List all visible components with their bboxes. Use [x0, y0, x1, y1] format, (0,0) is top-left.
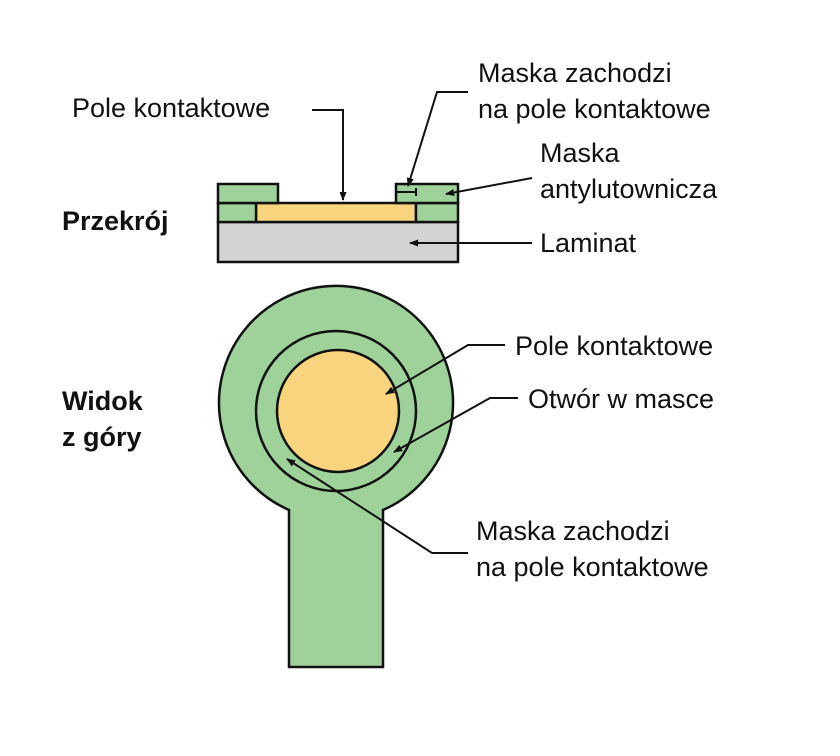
- label-solder-mask-line1: Maska: [540, 138, 621, 168]
- contact-pad-section: [254, 201, 418, 224]
- leader-overlap-top: [286, 458, 468, 554]
- leader-pad-section: [312, 109, 347, 201]
- label-overlap-section-line2: na pole kontaktowe: [478, 94, 711, 124]
- label-overlap-top-line1: Maska zachodzi: [476, 516, 670, 546]
- label-overlap-section-line1: Maska zachodzi: [478, 58, 672, 88]
- mask-right-lower: [414, 201, 460, 224]
- cross-section-heading: Przekrój: [62, 206, 169, 236]
- label-solder-mask-line2: antylutownicza: [540, 174, 718, 204]
- leader-mask-opening: [393, 397, 518, 453]
- cross-section: Przekrój Pole kontaktowe Maska zachodzi …: [62, 58, 718, 264]
- contact-pad-top: [275, 348, 401, 474]
- label-overlap-top-line2: na pole kontaktowe: [476, 552, 709, 582]
- label-laminate: Laminat: [540, 228, 637, 258]
- overlap-dimension-mark: [397, 188, 417, 196]
- top-view-heading-line2: z góry: [62, 422, 142, 452]
- label-pad-section: Pole kontaktowe: [72, 93, 270, 123]
- leader-solder-mask: [445, 177, 533, 197]
- top-view: Widok z góry Pole kontaktowe Otwór w mas…: [62, 284, 714, 669]
- mask-left-lower: [216, 201, 258, 224]
- leader-overlap-section: [406, 91, 468, 187]
- leader-pad-top: [385, 344, 505, 395]
- mask-left-upper: [216, 182, 280, 205]
- mask-right-upper: [394, 182, 460, 205]
- label-pad-top: Pole kontaktowe: [515, 331, 713, 361]
- label-mask-opening: Otwór w masce: [528, 384, 714, 414]
- top-view-heading-line1: Widok: [62, 386, 144, 416]
